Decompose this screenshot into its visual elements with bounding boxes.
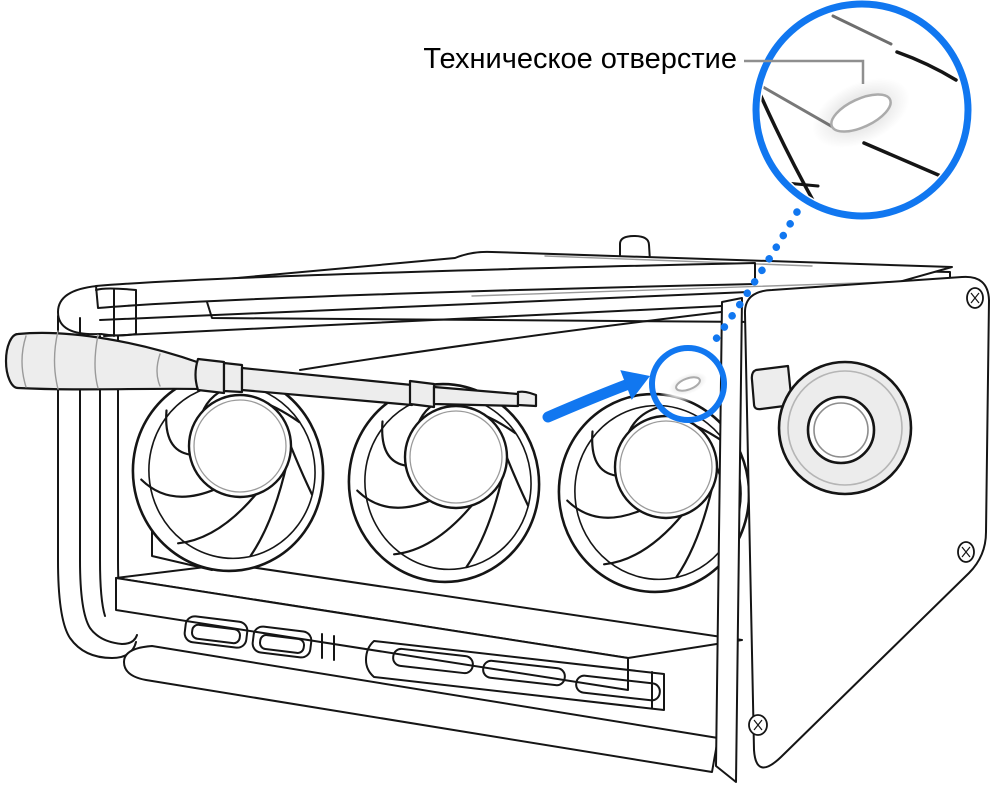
side-panel: [715, 275, 990, 783]
screwdriver-illustration: [4, 330, 538, 409]
magnified-hole-icon: [830, 93, 892, 133]
screw-icon: [966, 287, 984, 309]
screwdriver-tip: [516, 390, 538, 408]
callout-layer: [542, 0, 972, 423]
rail-foot-stub: [619, 235, 651, 262]
screwdriver-handle: [4, 331, 202, 391]
magnified-content: [761, 14, 958, 206]
base-frame: [115, 563, 743, 773]
service-hole-highlight-circle: [649, 345, 727, 423]
screw-icon: [748, 714, 768, 736]
handle-collar: [194, 357, 226, 395]
panel-screws: [748, 287, 984, 736]
bottom-rail-tube: [123, 645, 719, 773]
panel-edge-strip: [715, 297, 743, 783]
insertion-direction-arrow: [542, 379, 632, 423]
panel-face: [743, 275, 990, 769]
magnifier-connector-dots: [707, 208, 801, 350]
screw-icon: [957, 541, 975, 563]
power-port-ring: [777, 360, 913, 496]
shaft-collar: [408, 379, 436, 409]
figure-label: Техническое отверстие: [423, 43, 737, 75]
near-frame-rail: [57, 262, 756, 371]
arrowhead-icon: [620, 370, 650, 400]
label-callout-line: [744, 59, 865, 84]
service-hole-icon: [675, 376, 701, 392]
latch-peg: [750, 364, 794, 411]
